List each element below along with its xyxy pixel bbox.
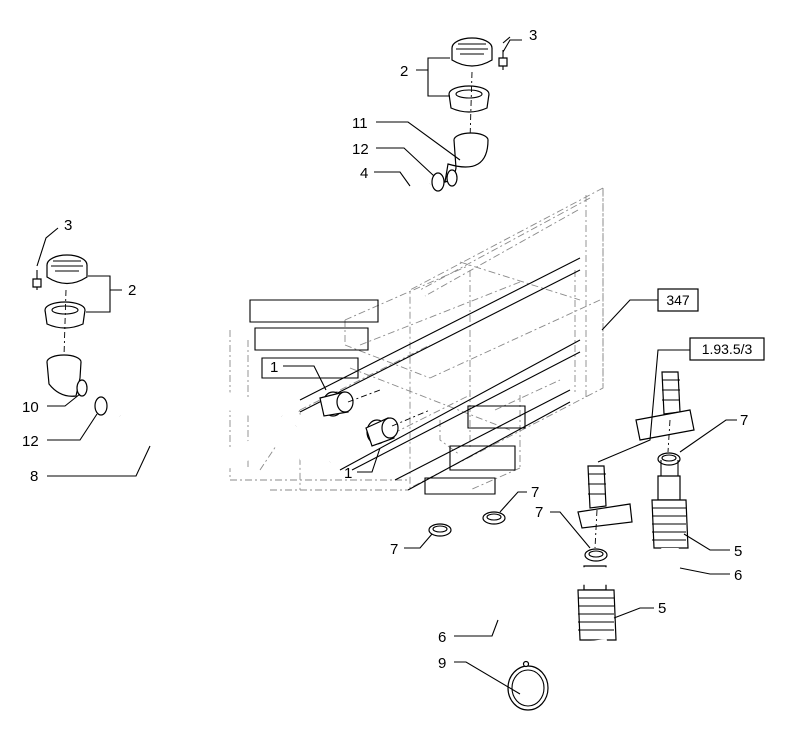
callout-4: 4 xyxy=(360,165,368,182)
elbow-left xyxy=(46,354,88,397)
vent-housing-top xyxy=(448,85,490,113)
callout-7-mid-b: 7 xyxy=(535,504,543,521)
axis-left xyxy=(63,289,67,357)
sleeve-1-upper xyxy=(319,391,354,417)
clamp-top xyxy=(431,172,445,192)
callout-7-left: 7 xyxy=(390,541,398,558)
callout-3-top: 3 xyxy=(529,27,537,44)
vent-nozzle-left xyxy=(46,254,88,285)
reference-347[interactable]: 347 xyxy=(657,288,699,312)
callout-3-left: 3 xyxy=(64,217,72,234)
leader-lines xyxy=(36,39,737,695)
callout-12-left: 12 xyxy=(22,433,39,450)
callout-11: 11 xyxy=(352,115,368,132)
reference-1-93-5-3[interactable]: 1.93.5/3 xyxy=(689,337,765,361)
screw-top xyxy=(498,36,511,70)
cab-structure-outline xyxy=(229,187,604,491)
callout-7-right: 7 xyxy=(740,412,748,429)
hose-clip-9 xyxy=(507,660,549,711)
callout-6-right: 6 xyxy=(734,567,742,584)
clamp-7-left xyxy=(428,523,452,537)
axis-r2 xyxy=(594,509,598,549)
axis-r1 xyxy=(667,419,671,453)
callout-10: 10 xyxy=(22,399,39,416)
callout-7-mid-a: 7 xyxy=(531,484,539,501)
axis-top xyxy=(469,71,473,141)
callout-5-mid: 5 xyxy=(658,600,666,617)
hose-8 xyxy=(116,408,301,470)
sleeve-1-lower xyxy=(365,417,399,447)
callout-6-mid: 6 xyxy=(438,629,446,646)
fitting-1935-b xyxy=(577,465,633,529)
hose-6-left xyxy=(431,548,609,679)
callout-12-top: 12 xyxy=(352,141,369,158)
axis-sleeve-a xyxy=(347,389,381,403)
clamp-left xyxy=(94,396,108,416)
clamp-7-mid-a xyxy=(482,511,506,525)
callout-labels: 3 2 11 12 4 3 2 1 1 10 12 8 7 7 7 7 5 6 … xyxy=(22,27,748,672)
elbow-top xyxy=(444,132,489,187)
cab-panels xyxy=(249,257,581,495)
reference-1-93-5-3-label: 1.93.5/3 xyxy=(702,341,753,357)
clamp-7-mid-b xyxy=(584,548,608,562)
callout-9: 9 xyxy=(438,655,446,672)
callout-2-left: 2 xyxy=(128,282,136,299)
hose-4 xyxy=(153,176,435,425)
hose-6-right xyxy=(485,536,679,585)
vent-housing-left xyxy=(44,301,86,329)
callout-1-b: 1 xyxy=(344,465,352,482)
callout-8: 8 xyxy=(30,468,38,485)
callout-2-top: 2 xyxy=(400,63,408,80)
reference-347-label: 347 xyxy=(666,292,690,308)
bellows-5-right xyxy=(651,460,689,549)
clamp-7-right xyxy=(657,452,681,466)
vent-nozzle-top xyxy=(451,37,493,67)
screw-left xyxy=(32,270,42,290)
callout-5-right: 5 xyxy=(734,543,742,560)
fitting-1935-a xyxy=(635,371,695,441)
callout-1-a: 1 xyxy=(270,359,278,376)
